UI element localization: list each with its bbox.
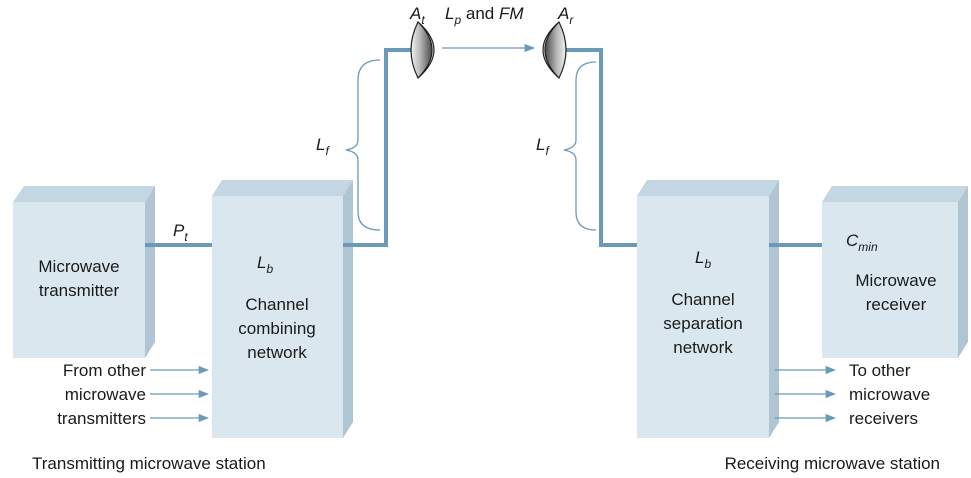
receiver-title-line-2: receiver (866, 295, 927, 314)
rx-antenna-gain-label: Ar (557, 4, 574, 27)
combiner-loss-label: Lb (257, 253, 273, 276)
tx-feeder-line (343, 48, 418, 247)
receiver-title-line-1: Microwave (855, 271, 936, 290)
transmit-power-label: Pt (173, 221, 188, 244)
tx-inputs-line-2: microwave (65, 385, 146, 404)
tx-station-caption: Transmitting microwave station (32, 454, 266, 473)
rx-feeder-line (559, 48, 637, 247)
rx-outputs-line-2: microwave (849, 385, 930, 404)
transmit-antenna-icon (410, 20, 435, 80)
rx-feeder-brace (563, 61, 597, 231)
rx-feeder-loss-label: Lf (536, 135, 550, 158)
tx-antenna-gain-label: At (409, 4, 425, 27)
receiver-box: Cmin Microwave receiver (822, 186, 968, 358)
rx-outputs-line-3: receivers (849, 409, 918, 428)
receiver-carrier-label: Cmin (846, 231, 878, 254)
transmitter-box: Microwave transmitter (13, 186, 155, 358)
combiner-title-line-1: Channel (245, 295, 308, 314)
transmitter-title-line-2: transmitter (39, 281, 120, 300)
transmitter-title-line-1: Microwave (38, 257, 119, 276)
path-loss-label: Lp and FM (445, 4, 524, 27)
tx-inputs-line-1: From other (63, 361, 146, 380)
separator-title-line-2: separation (663, 314, 742, 333)
rx-station-caption: Receiving microwave station (725, 454, 940, 473)
receive-antenna-icon (542, 20, 567, 80)
separator-title-line-1: Channel (671, 290, 734, 309)
tx-feeder-brace (345, 59, 381, 231)
separation-network-box: Lb Channel separation network (637, 180, 779, 438)
separator-loss-label: Lb (695, 248, 711, 271)
combiner-title-line-2: combining (238, 319, 316, 338)
combining-network-box: Lb Channel combining network (212, 180, 353, 438)
combiner-title-line-3: network (247, 343, 307, 362)
rx-outputs-line-1: To other (849, 361, 911, 380)
tx-inputs-line-3: transmitters (57, 409, 146, 428)
separator-title-line-3: network (673, 338, 733, 357)
tx-feeder-loss-label: Lf (316, 135, 330, 158)
